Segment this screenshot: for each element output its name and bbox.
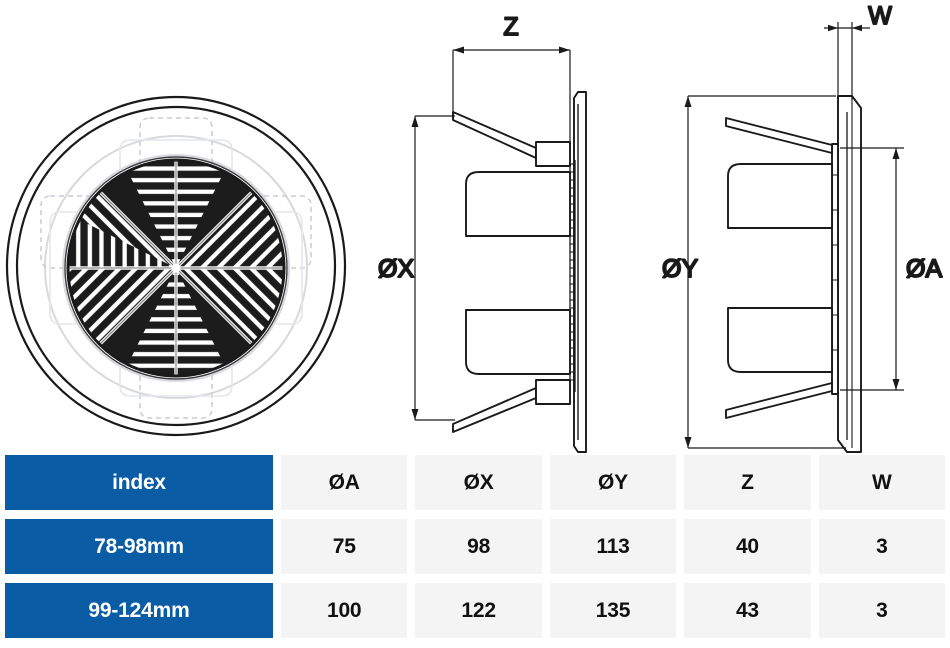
section-top-connector — [535, 141, 571, 167]
side-section-view: Z ØX — [377, 12, 587, 453]
front-view — [5, 95, 347, 437]
specification-table: index ØA ØX ØY Z W 78-98mm 75 98 113 40 … — [0, 455, 950, 648]
section-front-plate — [573, 91, 587, 453]
table-cell-diameter-y: 135 — [549, 583, 677, 638]
dimension-label-z: Z — [503, 13, 518, 41]
drawing-svg: Z ØX — [5, 1, 943, 453]
section-bottom-lip — [452, 387, 537, 433]
table-cell-diameter-a: 100 — [281, 583, 408, 638]
dimension-label-diameter-x: ØX — [378, 255, 414, 283]
profile-bottom-lip — [725, 382, 833, 419]
technical-drawing-area: Z ØX — [5, 1, 943, 453]
table-cell-diameter-y: 113 — [549, 519, 677, 574]
profile-collar-ticks — [832, 174, 838, 351]
side-profile-view: W ØY ØA — [661, 1, 943, 453]
front-mounting-tabs-outline — [49, 139, 303, 397]
grille-rim — [66, 158, 286, 378]
table-cell-diameter-x: 122 — [415, 583, 542, 638]
section-vane-upper — [465, 171, 571, 237]
table-row-index: 99-124mm — [5, 583, 273, 638]
dimension-diameter-x — [411, 115, 455, 421]
profile-vane-upper — [727, 163, 833, 229]
dimension-label-diameter-a: ØA — [906, 255, 942, 283]
section-bottom-connector — [535, 379, 571, 405]
table-cell-z: 40 — [684, 519, 811, 574]
table-header-row: index ØA ØX ØY Z W — [5, 455, 946, 510]
dimension-diameter-a — [840, 147, 904, 391]
table-cell-diameter-a: 75 — [281, 519, 408, 574]
table-header-z: Z — [684, 455, 811, 510]
table-header-diameter-x: ØX — [415, 455, 542, 510]
table-header-w: W — [818, 455, 946, 510]
dimension-w — [824, 22, 870, 100]
grille-spoke-shadow — [69, 161, 283, 375]
table-cell-w: 3 — [818, 519, 946, 574]
table-cell-w: 3 — [818, 583, 946, 638]
table-header-diameter-a: ØA — [281, 455, 408, 510]
section-vane-lower — [465, 309, 571, 375]
table-row: 78-98mm 75 98 113 40 3 — [5, 519, 946, 574]
dimension-label-diameter-y: ØY — [662, 255, 698, 283]
profile-front-plate — [837, 95, 862, 453]
table-header-diameter-y: ØY — [549, 455, 677, 510]
dimension-label-w: W — [868, 2, 892, 30]
profile-top-lip — [725, 117, 833, 154]
section-top-lip — [452, 111, 537, 159]
table-cell-z: 43 — [684, 583, 811, 638]
grille-rim-outer — [64, 156, 288, 380]
table-row: 99-124mm 100 122 135 43 3 — [5, 583, 946, 638]
profile-vane-lower — [727, 307, 833, 373]
table-header-index: index — [5, 455, 273, 510]
table-row-index: 78-98mm — [5, 519, 273, 574]
dimension-diameter-y — [684, 95, 846, 449]
table-cell-diameter-x: 98 — [415, 519, 542, 574]
dimension-z — [452, 46, 571, 150]
